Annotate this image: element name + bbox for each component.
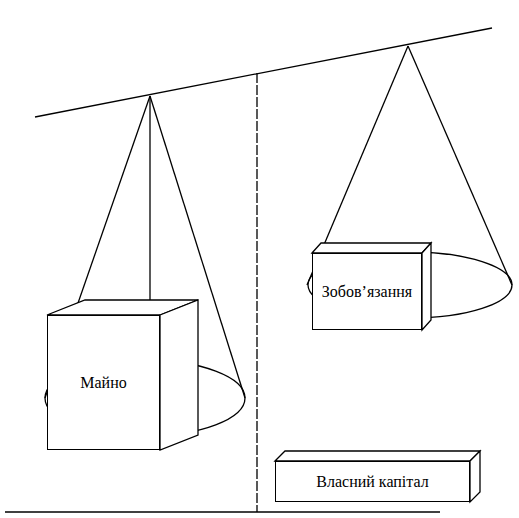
scale-beam — [35, 28, 492, 117]
box-label: Власний капітал — [316, 472, 428, 491]
pan-string — [149, 96, 150, 300]
liability-box: Зобов’язання — [312, 253, 422, 330]
cube-face — [470, 451, 480, 502]
cube-face — [160, 300, 198, 450]
cube-face — [422, 243, 431, 330]
ground-line — [5, 511, 440, 512]
cube-depth — [275, 451, 480, 502]
box-label: Зобов’язання — [322, 282, 412, 301]
cube-face — [275, 451, 480, 461]
equity-box: Власний капітал — [275, 461, 470, 502]
box-label: Майно — [80, 373, 126, 392]
scale-pole — [256, 73, 257, 512]
cube-face — [312, 243, 431, 253]
cube-depth — [312, 243, 431, 330]
cube-depth — [47, 300, 198, 450]
asset-box: Майно — [47, 315, 160, 450]
